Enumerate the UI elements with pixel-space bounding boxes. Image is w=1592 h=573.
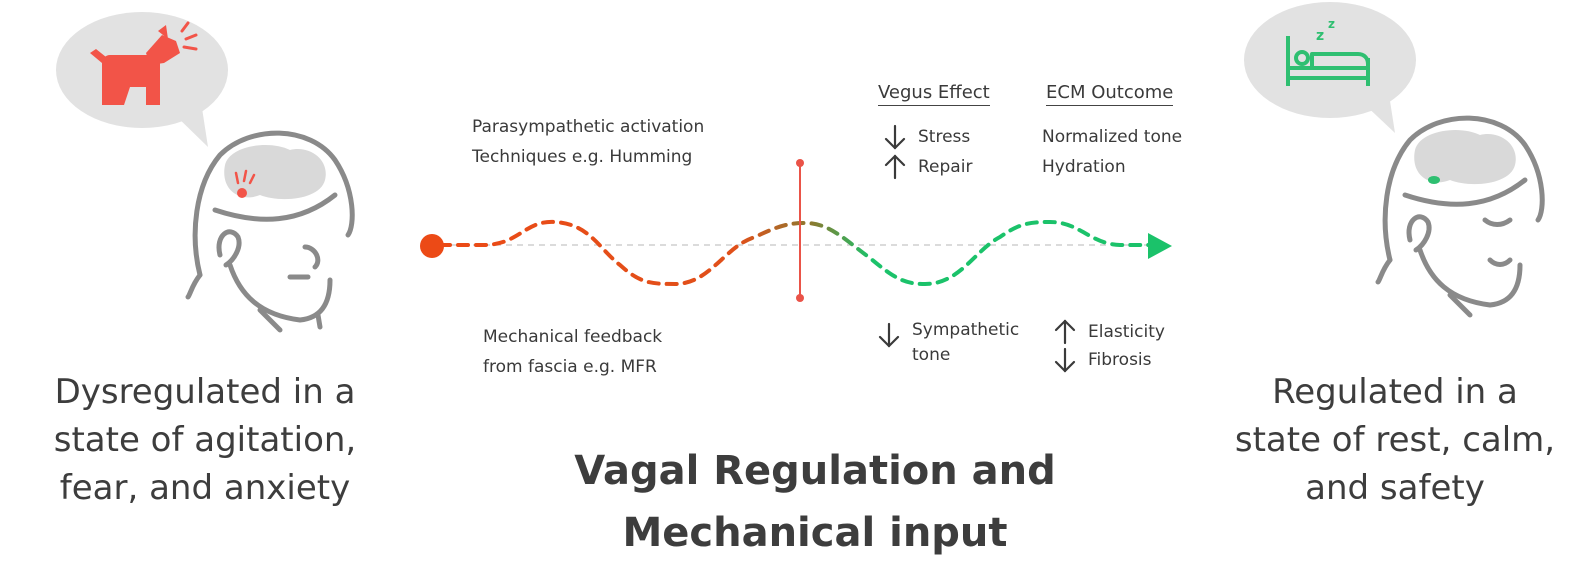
- arrow-up-icon: [1054, 319, 1076, 345]
- arrow-up-icon: [884, 154, 906, 180]
- mechanical-label: Mechanical feedback from fascia e.g. MFR: [483, 327, 663, 377]
- diagram-title: Vagal Regulation and Mechanical input: [574, 448, 1056, 556]
- agitated-thought-bubble: [56, 12, 228, 147]
- calm-thought-bubble: z z: [1244, 2, 1416, 133]
- vegus-effect-heading: Vegus Effect: [878, 82, 990, 106]
- ecm-lower-list: Elasticity Fibrosis: [1054, 318, 1165, 374]
- sympathetic-tone-item: Sympathetic tone: [878, 318, 1019, 368]
- vegus-effect-list: Stress Repair: [884, 122, 972, 182]
- ecm-outcome-list: Normalized tone Hydration: [1042, 127, 1183, 177]
- barking-dog-icon: [90, 25, 180, 105]
- sleep-z-icon: z: [1316, 28, 1324, 44]
- dysregulated-caption: Dysregulated in a state of agitation, fe…: [53, 372, 357, 508]
- arrow-down-icon: [1054, 347, 1076, 373]
- bed-sleep-icon: [1286, 36, 1370, 86]
- regulated-caption: Regulated in a state of rest, calm, and …: [1234, 372, 1556, 508]
- sleep-z-icon-2: z: [1328, 17, 1335, 31]
- amygdala-alert-icon: [237, 188, 247, 198]
- arrow-down-icon: [884, 124, 906, 150]
- divider-top-dot: [796, 159, 804, 167]
- end-arrow: [1148, 233, 1172, 259]
- wave-line: [438, 219, 1152, 287]
- divider-bottom-dot: [796, 294, 804, 302]
- parasympathetic-label: Parasympathetic activation Techniques e.…: [472, 117, 705, 167]
- ecm-outcome-heading: ECM Outcome: [1046, 82, 1174, 106]
- calm-head-icon: [1375, 115, 1545, 318]
- start-dot: [420, 234, 444, 258]
- arrow-down-icon: [878, 322, 900, 348]
- agitated-head-icon: [185, 130, 355, 333]
- amygdala-calm-icon: [1428, 176, 1440, 184]
